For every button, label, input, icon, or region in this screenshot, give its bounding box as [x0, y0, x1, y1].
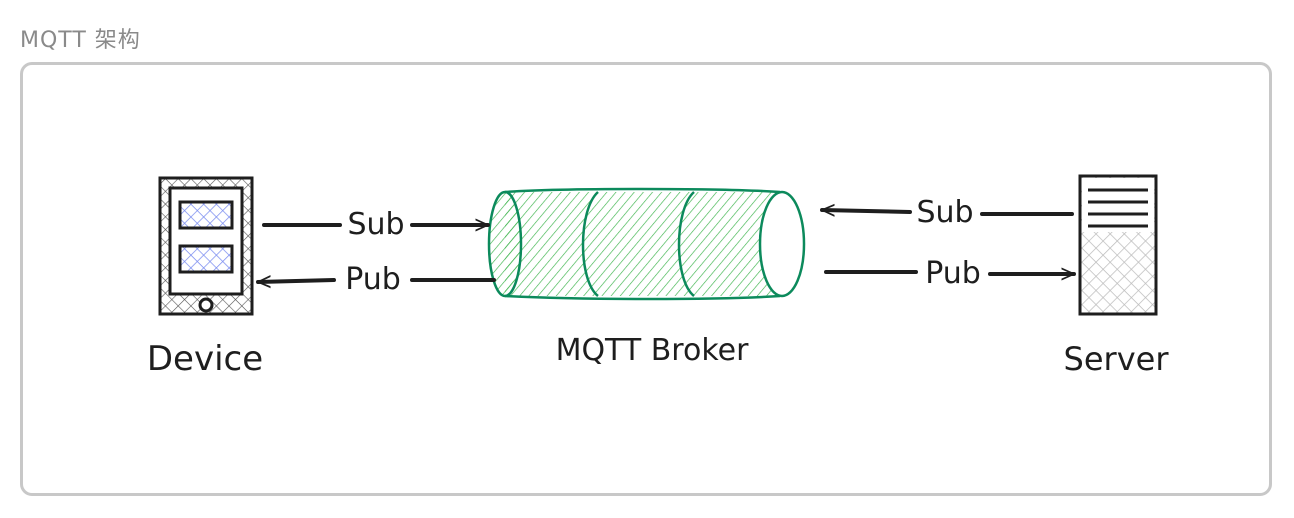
server-top-panel — [1082, 178, 1154, 232]
edge-device-pub: Pub — [256, 262, 496, 297]
broker-left-cap — [487, 190, 523, 298]
edge-server-pub: Pub — [824, 256, 1076, 291]
device-pub-label: Pub — [345, 262, 401, 297]
broker-right-cap — [758, 190, 806, 298]
diagram-frame — [20, 62, 1272, 496]
broker-label: MQTT Broker — [556, 333, 750, 368]
device-window-top — [178, 200, 234, 230]
broker-segment-1 — [581, 191, 599, 297]
device-window-bottom — [178, 244, 234, 274]
edge-server-sub: Sub — [820, 195, 1074, 230]
device-sub-label: Sub — [347, 207, 404, 242]
server-pub-label: Pub — [925, 256, 981, 291]
broker-top-edge — [504, 187, 781, 194]
broker-node: MQTT Broker — [487, 187, 806, 368]
server-node: Server — [1064, 174, 1170, 378]
edge-device-sub: Sub — [262, 207, 490, 242]
broker-bottom-edge — [504, 294, 781, 301]
device-node: Device — [147, 176, 263, 379]
device-label: Device — [147, 339, 263, 379]
device-button-icon — [198, 297, 214, 313]
server-sub-label: Sub — [916, 195, 973, 230]
broker-body-fill — [505, 192, 780, 296]
frame-title: MQTT 架构 — [20, 28, 141, 53]
broker-segment-2 — [677, 191, 695, 297]
server-label: Server — [1064, 340, 1170, 378]
